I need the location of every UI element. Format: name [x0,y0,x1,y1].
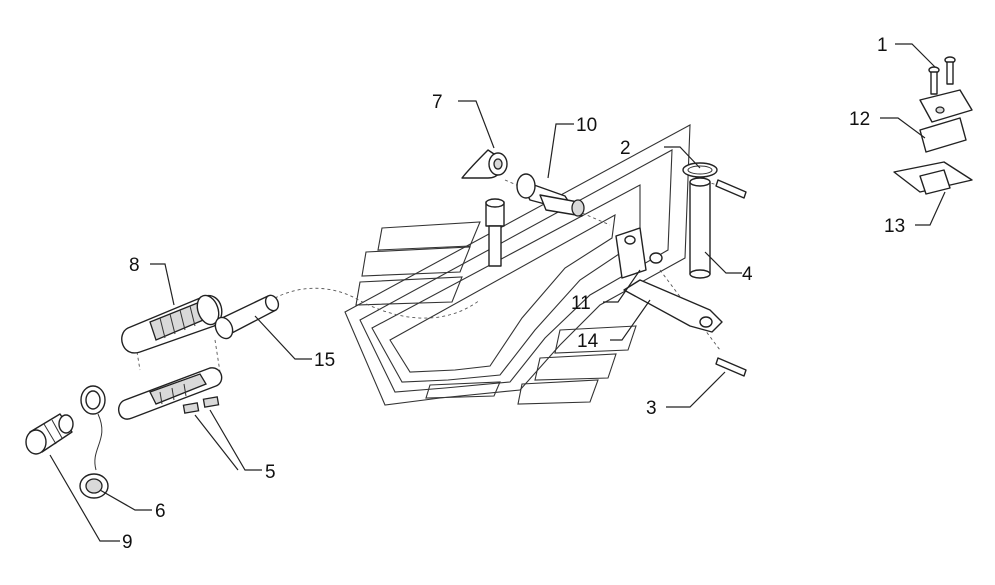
callout-2: 2 [620,138,631,159]
bracket-part-11 [615,227,663,279]
side-panel-frame [344,124,691,406]
small-pin-upper [715,179,747,199]
lever-part-7 [461,149,508,179]
screws-part-1 [928,56,956,95]
pin-part-4 [689,177,711,279]
callout-11: 11 [571,293,591,314]
assembly-dashed-lines [134,179,736,373]
callout-3: 3 [646,398,657,419]
callout-9: 9 [122,532,133,553]
callout-6: 6 [155,501,166,522]
callout-labels: 1 2 3 4 5 6 7 8 9 10 11 12 13 14 15 [122,35,905,553]
callout-10: 10 [576,115,597,136]
callout-8: 8 [129,255,140,276]
clips-part-5 [182,396,220,414]
callout-5: 5 [265,462,276,483]
bracket-part-14 [623,279,723,333]
ring-part-2 [682,162,718,178]
callout-12: 12 [849,109,870,130]
callout-4: 4 [742,264,753,285]
leader-lines [49,43,946,542]
handle-tube-part-15 [214,294,280,340]
callout-7: 7 [432,92,443,113]
valve-part-10 [516,173,585,217]
small-pin-part-3 [715,357,747,377]
grip-sleeve-part-8 [121,294,223,354]
callout-15: 15 [314,350,335,371]
callout-13: 13 [884,216,905,237]
callout-14: 14 [577,331,599,352]
cap-part-6 [79,385,109,499]
plate-part-13 [893,161,973,195]
bolt-center [485,198,505,267]
connector-part-9 [25,413,74,455]
callout-1: 1 [877,35,888,56]
grip-inner-half [117,367,223,420]
clamp-part-12 [919,89,973,153]
